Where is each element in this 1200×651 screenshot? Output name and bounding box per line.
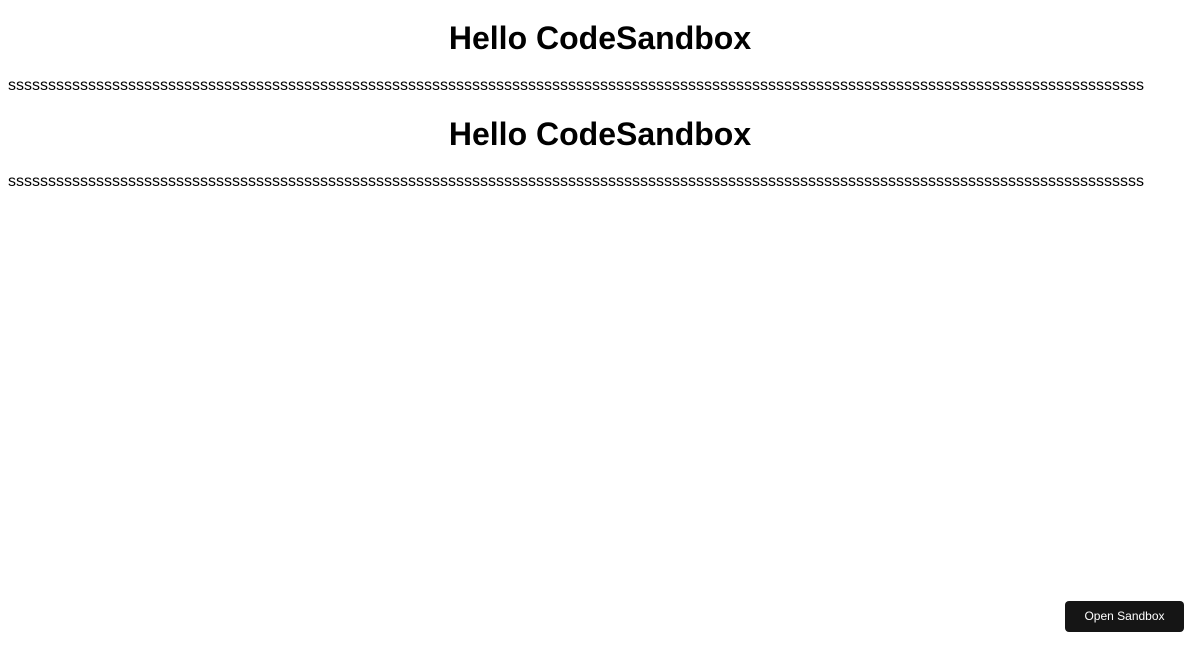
filler-text-first: ssssssssssssssssssssssssssssssssssssssss… <box>8 77 1144 95</box>
page-title-second: Hello CodeSandbox <box>448 115 752 152</box>
page-content: Hello CodeSandbox ssssssssssssssssssssss… <box>8 20 1192 192</box>
filler-text-second: ssssssssssssssssssssssssssssssssssssssss… <box>8 173 1144 191</box>
open-sandbox-button[interactable]: Open Sandbox <box>1065 601 1184 632</box>
page-title-first: Hello CodeSandbox <box>448 20 752 56</box>
